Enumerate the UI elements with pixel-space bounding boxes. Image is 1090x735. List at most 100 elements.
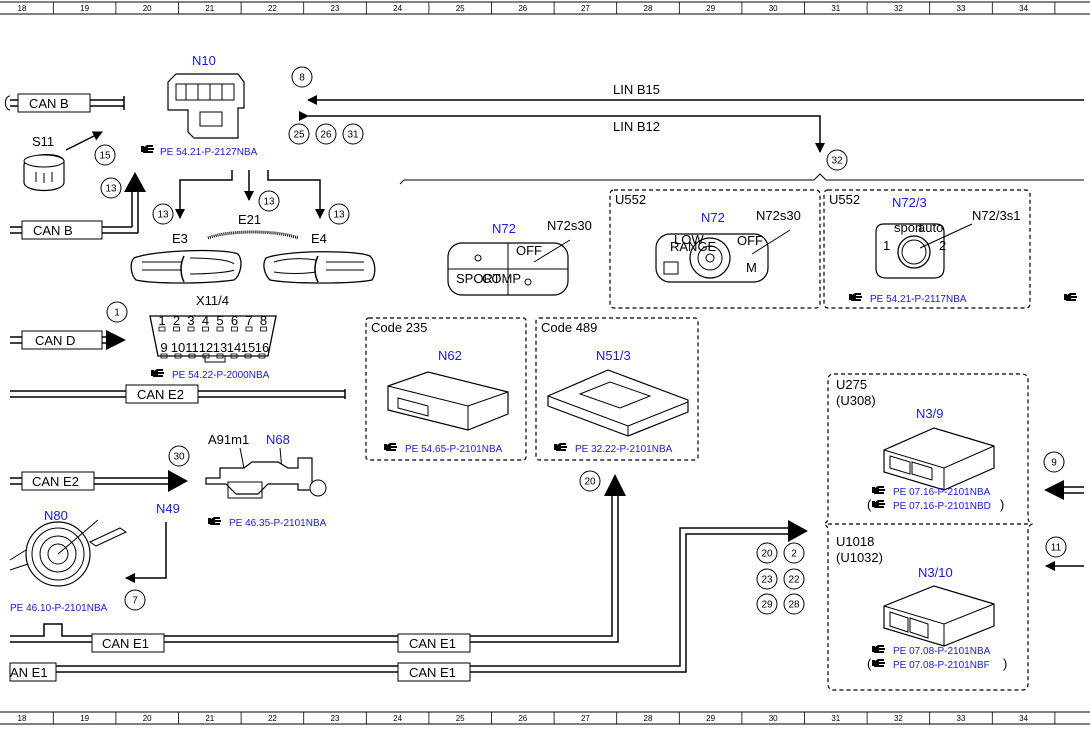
ruler-bottom-col-33: 33 (957, 714, 966, 723)
x11-4-pin: 10 (171, 340, 185, 355)
marker-circle (826, 149, 848, 171)
can-e1-a-label: CAN E1 (102, 636, 149, 651)
ruler-top-col-33: 33 (957, 4, 966, 13)
ruler-bottom-col-25: 25 (456, 714, 465, 723)
n72-3-sport: sport (894, 220, 923, 235)
marker-circle (756, 593, 778, 615)
ruler-top-col-19: 19 (80, 4, 89, 13)
n72-3-auto: auto (918, 220, 943, 235)
ruler-bottom-col-21: 21 (205, 714, 214, 723)
ruler-bottom-col-27: 27 (581, 714, 590, 723)
marker-circle (152, 203, 174, 225)
code-489-group (535, 317, 699, 461)
ruler-top-col-29: 29 (706, 4, 715, 13)
marker-circle (342, 123, 364, 145)
marker-circle (291, 66, 313, 88)
marker-circle (1043, 451, 1065, 473)
marker-circle (783, 593, 805, 615)
marker-circle (1045, 536, 1067, 558)
marker-m13d: 13 (333, 210, 345, 221)
x11-4-pin: 3 (187, 313, 194, 328)
x11-4-pin: 12 (199, 340, 213, 355)
ruler-top-col-21: 21 (205, 4, 214, 13)
marker-circle (288, 123, 310, 145)
n3-9-ecu: N3/9 PE 07.16-P-2101NBA ( PE 07.16-P-210… (867, 406, 1004, 512)
n72-left-switch: N72 N72s30 OFF SPORT COMP (447, 218, 592, 296)
x11-4-pin: 15 (241, 340, 255, 355)
marker-circle (100, 177, 122, 199)
n62-ref: PE 54.65-P-2101NBA (405, 444, 503, 455)
ruler-bottom-col-18: 18 (18, 714, 27, 723)
ruler-top-col-25: 25 (456, 4, 465, 13)
can-e1-c-label: CAN E1 (409, 665, 456, 680)
svg-text:(: ( (867, 497, 872, 512)
marker-m11: 11 (1051, 543, 1062, 554)
n10-light-arrows (175, 170, 325, 219)
x11-4-pin: 13 (213, 340, 227, 355)
n51-3-ref: PE 32.22-P-2101NBA (575, 444, 673, 455)
n72-3-two: 2 (939, 238, 946, 253)
n72-3s1-label: N72/3s1 (972, 208, 1020, 223)
marker-circle (756, 568, 778, 590)
n72s30-mid-label: N72s30 (756, 208, 801, 223)
n51-3-label: N51/3 (596, 348, 631, 363)
an-e1-label: AN E1 (10, 665, 48, 680)
ruler-bottom-col-34: 34 (1019, 714, 1028, 723)
s11-switch: S11 (23, 131, 103, 192)
marker-m13b: 13 (157, 210, 169, 221)
ruler-top-col-31: 31 (831, 4, 840, 13)
n10-ref: PE 54.21-P-2127NBA (160, 147, 258, 158)
can-e1-b-box (397, 633, 471, 653)
marker-m30: 30 (173, 452, 185, 463)
ruler-bottom-col-29: 29 (706, 714, 715, 723)
n68-steering-lock: A91m1 N68 PE 46.35-P-2101NBA (205, 432, 327, 529)
x11-4-pin: 9 (160, 340, 167, 355)
ruler-bottom-col-22: 22 (268, 714, 277, 723)
u552-b-group (823, 189, 1031, 309)
ruler-top-col-30: 30 (769, 4, 778, 13)
marker-m25: 25 (293, 130, 305, 141)
n51-3-module: N51/3 PE 32.22-P-2101NBA (547, 348, 689, 455)
marker-m20b: 20 (761, 549, 773, 560)
x11-4-pin: 1 (158, 313, 165, 328)
can-b-mid-bus: CAN B (10, 172, 146, 240)
can-b-mid-label: CAN B (33, 223, 73, 238)
n3-10-label: N3/10 (918, 565, 953, 580)
marker-m23: 23 (761, 575, 773, 586)
n3-10-ref-a: PE 07.08-P-2101NBA (893, 646, 991, 657)
n49-label: N49 (156, 501, 180, 516)
can-e2-mid-label: CAN E2 (32, 474, 79, 489)
marker-m2: 2 (791, 549, 797, 560)
svg-text:): ) (1000, 497, 1004, 512)
n3-10-ecu: N3/10 PE 07.08-P-2101NBA ( PE 07.08-P-21… (867, 565, 1007, 671)
marker-m31: 31 (347, 130, 359, 141)
marker-circle (783, 568, 805, 590)
u1032-label: (U1032) (836, 550, 883, 565)
marker-circle (328, 203, 350, 225)
u275-label: U275 (836, 377, 867, 392)
ruler-bottom-col-19: 19 (80, 714, 89, 723)
e3-lamp: E3 (130, 231, 242, 284)
n3-9-ref-a: PE 07.16-P-2101NBA (893, 487, 991, 498)
marker-circle (756, 542, 778, 564)
marker-m8: 8 (299, 73, 305, 84)
ruler-top-col-34: 34 (1019, 4, 1028, 13)
ruler-top-col-22: 22 (268, 4, 277, 13)
can-e2-mid-bus: CAN E2 (10, 470, 188, 492)
ruler-top-col-27: 27 (581, 4, 590, 13)
marker-m1: 1 (114, 308, 120, 319)
marker-m26: 26 (320, 130, 332, 141)
marker-m32: 32 (831, 156, 843, 167)
marker-m13a: 13 (105, 184, 117, 195)
lin-b15-line: LIN B15 (307, 82, 1084, 105)
can-e1-a-box (91, 633, 165, 653)
n72-3-one: 1 (883, 238, 890, 253)
n72-3-label: N72/3 (892, 195, 927, 210)
x11-4-pin: 16 (255, 340, 269, 355)
marker-circle (106, 301, 128, 323)
ruler-bottom-col-30: 30 (769, 714, 778, 723)
svg-text:): ) (1003, 656, 1007, 671)
ruler-top-col-28: 28 (644, 4, 653, 13)
